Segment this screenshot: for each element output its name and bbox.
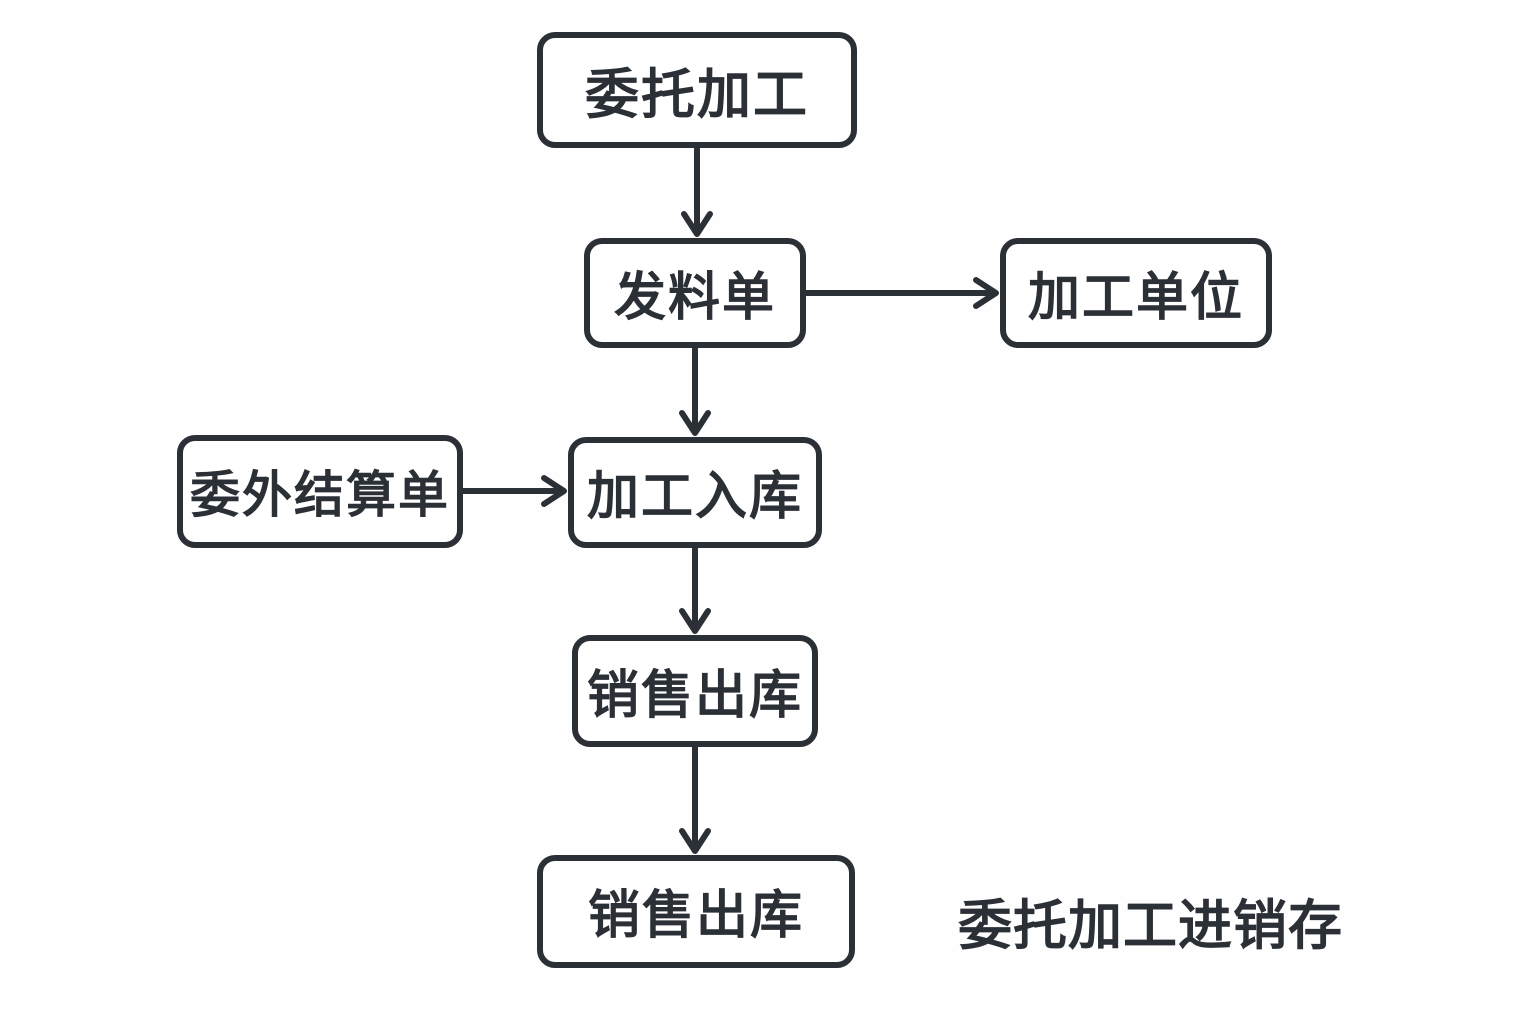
node-label: 加工入库 (586, 468, 803, 526)
node-label: 发料单 (613, 268, 776, 327)
diagram-caption: 委托加工进销存 (958, 895, 1343, 956)
node-sales-outbound-2: 销售出库 (537, 855, 855, 968)
node-label: 委外结算单 (190, 466, 450, 523)
node-sales-outbound-1: 销售出库 (572, 635, 818, 747)
node-label: 加工单位 (1027, 268, 1244, 327)
node-processing-unit: 加工单位 (1000, 238, 1272, 348)
node-label: 销售出库 (586, 666, 803, 725)
node-outsourcing-settlement-slip: 委外结算单 (177, 435, 463, 548)
node-label: 销售出库 (587, 887, 804, 945)
node-processing-inbound: 加工入库 (568, 437, 822, 548)
node-entrust-processing: 委托加工 (537, 32, 857, 148)
node-label: 委托加工 (585, 64, 809, 125)
node-material-issue-slip: 发料单 (584, 238, 806, 348)
